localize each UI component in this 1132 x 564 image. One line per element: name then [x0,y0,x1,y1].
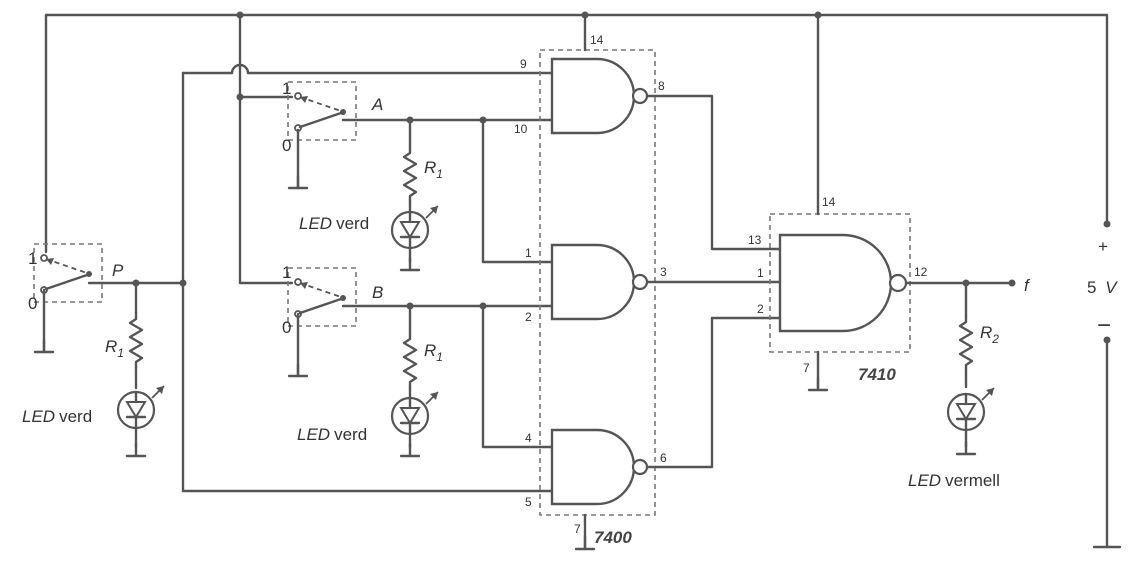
gate1-pin-out: 8 [658,79,665,93]
chip-7410-label: 7410 [858,365,896,384]
resistor-out-r: R [980,323,992,342]
switch-p-pos0: 0 [28,294,37,313]
nand3-pin-out: 12 [914,265,928,279]
resistor-b-label: R1 [424,341,443,364]
resistor-a-r: R [424,158,436,177]
nand-gate-2 [550,243,649,321]
led-p-color: verd [59,407,92,426]
resistor-p-sub: 1 [117,346,124,360]
chip-7400-gnd-pin: 7 [574,522,581,536]
resistor-a-label: R1 [424,158,443,181]
supply-voltage-unit: V [1105,278,1118,297]
resistor-b [402,304,418,405]
resistor-p-r: R [105,337,117,356]
chip-7400-outline [539,49,656,516]
gate3-pin-in-a: 4 [525,431,532,445]
led-out-color: vermell [945,471,1000,490]
supply-voltage: 5 V [1087,278,1118,297]
switch-a-pos1: 1 [282,79,291,98]
chip-7400-vcc-pin: 14 [590,33,604,47]
nand3-pin-in-b: 1 [757,266,764,280]
nand-gate-3 [550,428,649,506]
switch-p-pos1: 1 [28,249,37,268]
led-a [390,204,440,250]
gate3-pin-out: 6 [660,451,667,465]
gate1-pin-in-a: 9 [520,57,527,71]
resistor-b-sub: 1 [436,350,443,364]
resistor-out [958,281,974,389]
led-a-color: verd [336,214,369,233]
gate1-pin-in-b: 10 [514,122,528,136]
switch-a-pos0: 0 [282,136,291,155]
nand-gate-1 [550,57,649,135]
gate2-pin-out: 3 [660,265,667,279]
led-out [946,386,996,432]
chip-7410-gnd-pin: 7 [803,361,810,375]
switch-b-label: B [372,283,383,302]
switch-b-pos0: 0 [282,318,291,337]
switch-b-pos1: 1 [282,263,291,282]
nand3-bubble [888,273,908,293]
nand3-pin-in-a: 13 [748,233,762,247]
led-a-led: LED [299,214,332,233]
supply-plus: + [1098,237,1108,256]
resistor-a [402,118,418,215]
resistor-a-sub: 1 [436,167,443,181]
supply-voltage-value: 5 [1087,278,1096,297]
chip-7400-label: 7400 [594,528,632,547]
resistor-out-label: R2 [980,323,999,346]
switch-a-label: A [371,95,383,114]
chip-7410-vcc-pin: 14 [822,195,836,209]
output-label: f [1024,276,1031,295]
led-out-led: LED [908,471,941,490]
resistor-p-label: R1 [105,337,124,360]
switch-p-label: P [112,261,124,280]
resistor-b-r: R [424,341,436,360]
led-b [390,390,440,436]
led-p [116,384,166,430]
resistor-p [128,281,144,390]
led-b-led: LED [297,425,330,444]
nand3-pin-in-c: 2 [757,302,764,316]
gate2-pin-in-b: 2 [525,310,532,324]
gate2-pin-in-a: 1 [525,246,532,260]
gate3-pin-in-b: 5 [525,495,532,509]
led-p-led: LED [22,407,55,426]
supply-minus: − [1097,312,1111,339]
resistor-out-sub: 2 [991,332,999,346]
led-b-color: verd [334,425,367,444]
nand3-gate [778,233,893,333]
